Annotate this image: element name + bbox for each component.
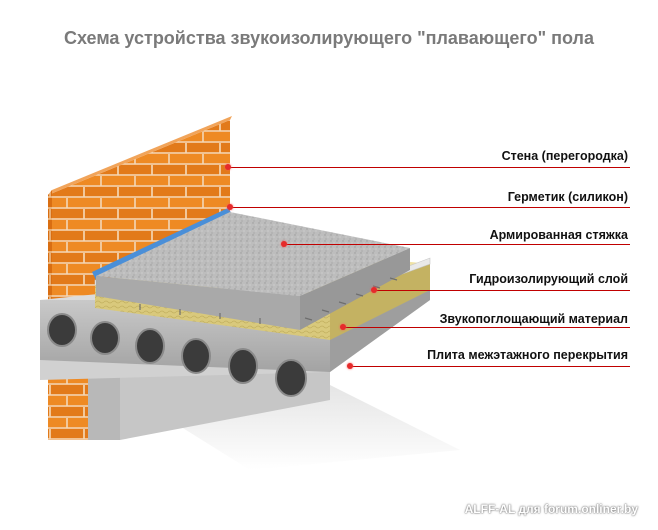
label-screed: Армированная стяжка xyxy=(489,228,628,242)
page-title: Схема устройства звукоизолирующего "плав… xyxy=(64,28,594,48)
leader-line-waterproofing xyxy=(374,290,630,291)
label-waterproofing: Гидроизолирующий слой xyxy=(469,272,628,286)
marker-dot-insulation xyxy=(340,324,346,330)
leader-line-insulation xyxy=(343,327,630,328)
marker-dot-wall xyxy=(225,164,231,170)
marker-dot-screed xyxy=(281,241,287,247)
watermark: ALFF-AL для forum.onliner.by xyxy=(464,502,638,516)
marker-dot-sealant xyxy=(227,204,233,210)
leader-line-screed xyxy=(284,244,630,245)
label-wall: Стена (перегородка) xyxy=(501,149,628,163)
label-sealant: Герметик (силикон) xyxy=(507,190,628,204)
label-slab: Плита межэтажного перекрытия xyxy=(427,348,628,362)
leader-line-slab xyxy=(350,366,630,367)
marker-dot-waterproofing xyxy=(371,287,377,293)
reinforced-screed xyxy=(96,212,410,330)
slab-support xyxy=(88,362,120,440)
leader-line-wall xyxy=(228,167,630,168)
marker-dot-slab xyxy=(347,363,353,369)
leader-line-sealant xyxy=(230,207,630,208)
label-insulation: Звукопоглощающий материал xyxy=(439,312,628,326)
